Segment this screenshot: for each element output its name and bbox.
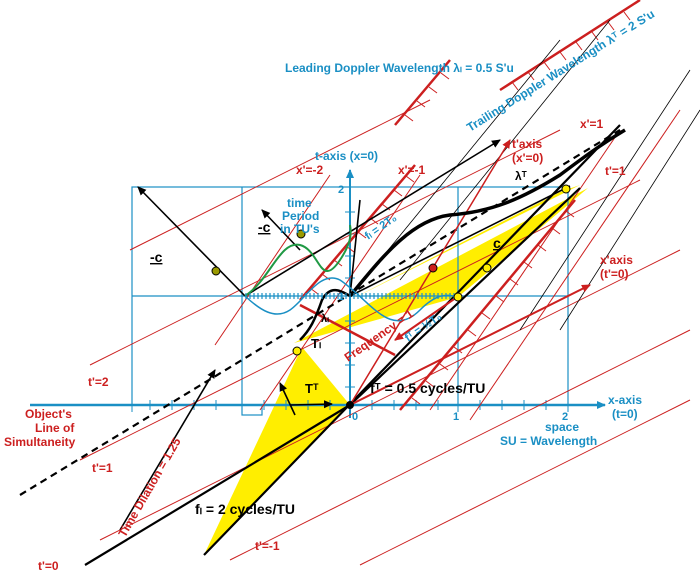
x-axis-label: x-axis [608,393,642,407]
primed-axes [84,124,621,566]
x-prime-axis-black [84,404,351,566]
t-prime-axis-sub: (x'=0) [512,151,543,165]
object-line-label-1: Object's [25,407,72,421]
hatched-1 [299,164,416,301]
tp-2-label: t'=2 [88,375,109,389]
xp-1-label: x'=1 [580,117,604,131]
red-x-prime-axis-arrow [349,284,591,406]
space-label: space [545,420,579,434]
minus-c-arrow-2 [261,209,301,251]
t-prime-axis-label: t'axis [512,137,543,151]
t-axis-ticks [345,211,355,388]
tp-m1-label: t'=-1 [255,539,280,553]
xp-m1-label: x'=-1 [398,163,426,177]
red-hatched-lines [299,0,641,411]
lower-cone-black [349,187,581,406]
line-of-simultaneity [19,129,621,496]
lambda-t-label: λᵀ [515,169,527,183]
fl-cycles-label: fₗ = 2 cycles/TU [195,501,295,517]
minus-c-arrow-1 [137,186,246,297]
c-line-right [349,185,571,297]
fl-2t0-label: fₗ = 2T₀ [363,212,399,242]
c-label: c [493,235,501,251]
blue-wave [244,277,459,322]
x-axis-sub: (t=0) [612,407,638,421]
time-dilation-label: Time Dilation = 1.25 [115,435,183,539]
thick-black-wave [348,128,626,298]
object-line-label-2: Line of [35,421,75,435]
leading-doppler-label: Leading Doppler Wavelength λₗ = 0.5 S'u [285,61,514,75]
green-wave [244,224,352,297]
t-tick-1: 1 [338,291,344,303]
hatched-4 [499,0,641,92]
tp-1-left-label: t'=1 [92,461,113,475]
hatched-3 [399,199,576,411]
time-dilation-arrow-up [119,369,216,531]
grid-small [241,404,263,416]
black-wave-left [299,288,351,341]
object-line-label-3: Simultaneity [4,435,76,449]
c-arrow [244,139,501,297]
t-tick-2: 2 [338,184,344,196]
x-tick-2: 2 [562,411,568,423]
black-thin-lines [379,19,700,331]
time-period-line2: Period [282,209,319,223]
x-prime-axis-label: x'axis [600,253,633,267]
t-axis-label: t-axis (x=0) [315,149,378,163]
tp-1-right-label: t'=1 [605,164,626,178]
frequency-arrow [394,294,461,341]
xp-m2-label: x'=-2 [296,163,324,177]
light-cone-arrows [119,139,571,531]
time-period-line3: in TU's [280,222,320,236]
tt-arrow [279,382,296,416]
time-period-line1: time [287,196,312,210]
c-arrow-2 [349,199,361,297]
tt-arrow-2 [289,400,333,409]
t-prime-axis [203,124,621,556]
red-t-prime-axis-arrow [349,139,511,406]
minus-c-label-2: -c [258,219,271,235]
ft-cycles-label: fᵀ = 0.5 cycles/TU [370,380,485,396]
x-prime-axis-sub: (t'=0) [600,267,629,281]
hatched-2 [394,59,451,126]
tp-0-label: t'=0 [38,559,59,573]
minus-c-label-1: -c [150,249,163,265]
x-tick-1: 1 [453,411,459,423]
t-l-label: Tₗ [311,336,321,351]
points [211,184,571,409]
t-t-label: Tᵀ [305,381,319,396]
red-steep-lines [214,109,681,421]
waves [244,128,626,341]
x-tick-0: 0 [352,411,358,423]
lambda-l-label: λₗ [321,313,329,325]
su-label: SU = Wavelength [500,434,597,448]
